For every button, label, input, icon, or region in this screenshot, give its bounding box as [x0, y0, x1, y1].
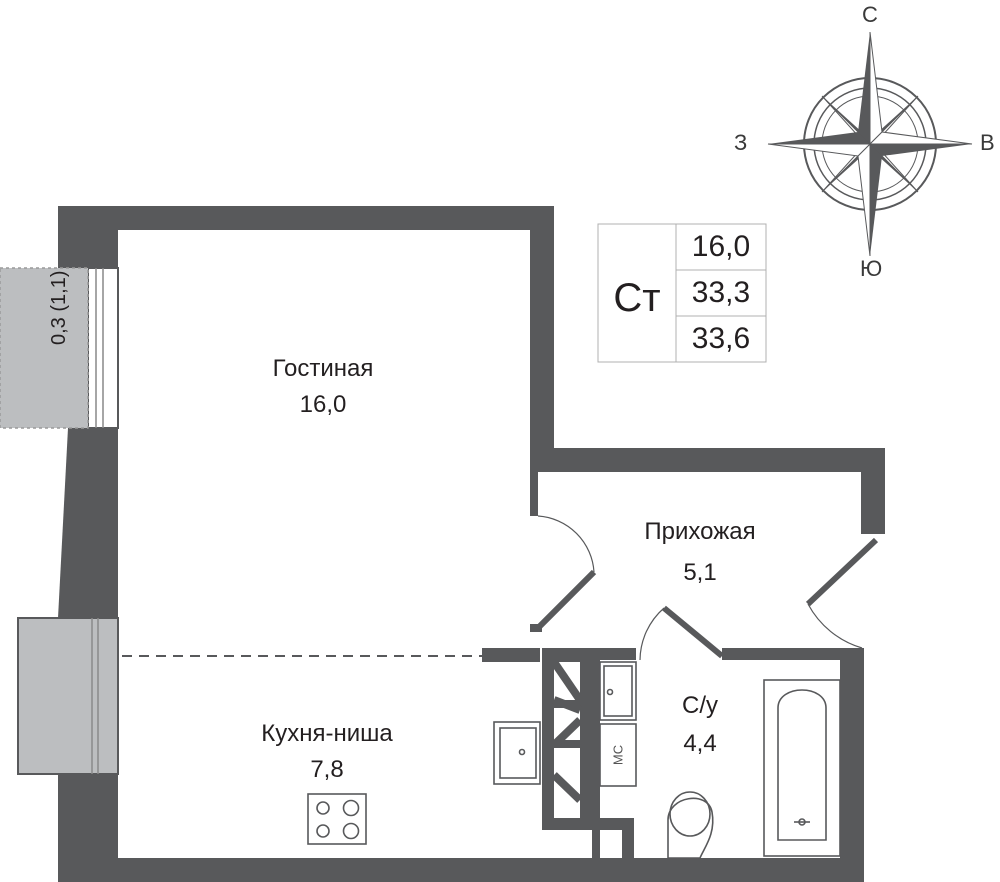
wall-hall-right — [861, 448, 885, 534]
bath-sink — [599, 661, 637, 721]
info-box — [597, 223, 767, 363]
room-kitchen-area: 7,8 — [310, 756, 344, 783]
wall-bath-top-left — [592, 648, 636, 660]
washing-machine — [599, 723, 637, 787]
shaft-bottom — [542, 818, 634, 830]
room-kitchen-name: Кухня-ниша — [261, 720, 393, 747]
fixtures — [307, 661, 841, 859]
room-hall-name: Прихожая — [644, 518, 756, 545]
doors — [530, 515, 879, 661]
room-bath-area: 4,4 — [683, 730, 717, 757]
wall-left-mid — [58, 428, 118, 618]
balcony — [0, 267, 89, 429]
door-bath-leaf — [662, 605, 724, 659]
room-living-area: 16,0 — [299, 391, 347, 418]
door-entrance-leaf — [805, 537, 879, 607]
stove — [307, 793, 367, 845]
partition-kitchen — [482, 648, 540, 662]
shaft-top — [542, 648, 592, 662]
toilet — [667, 797, 714, 859]
total-area-value: 33,3 — [691, 276, 751, 309]
compass-rose — [767, 31, 973, 257]
apartment-type: Ст — [613, 276, 661, 320]
wall-left-top — [58, 206, 118, 268]
wall-bath-right — [840, 648, 864, 882]
compass-east-label: В — [980, 130, 995, 155]
compass-west-label: З — [734, 130, 748, 155]
door-living-leaf — [535, 569, 597, 631]
wall-bath-bottom-stub — [622, 818, 634, 882]
shaft-right — [580, 648, 592, 830]
compass-north-label: С — [862, 2, 878, 27]
shaft-left — [542, 648, 554, 830]
window-bottom — [17, 617, 119, 775]
room-hall-area: 5,1 — [683, 559, 717, 586]
bathtub — [763, 679, 841, 857]
walls — [58, 206, 885, 882]
shaft-hatch — [550, 659, 584, 803]
wall-left-bottom — [58, 774, 118, 882]
room-living-name: Гостиная — [272, 355, 374, 382]
wall-bath-left — [592, 648, 600, 882]
partition-hall-left — [530, 472, 538, 516]
wall-hall-top — [530, 448, 885, 472]
total-with-balcony-value: 33,6 — [691, 322, 751, 355]
wall-living-right — [530, 206, 554, 450]
wall-bath-top-right — [722, 648, 862, 660]
living-area-value: 16,0 — [691, 230, 751, 263]
washing-machine-label: МС — [610, 744, 626, 766]
wall-bottom — [58, 858, 864, 882]
wall-top — [58, 206, 554, 230]
kitchen-sink — [493, 721, 541, 785]
balcony-area-label: 0,3 (1,1) — [48, 270, 70, 345]
room-bath-name: С/у — [682, 692, 718, 719]
compass-south-label: Ю — [860, 256, 883, 281]
